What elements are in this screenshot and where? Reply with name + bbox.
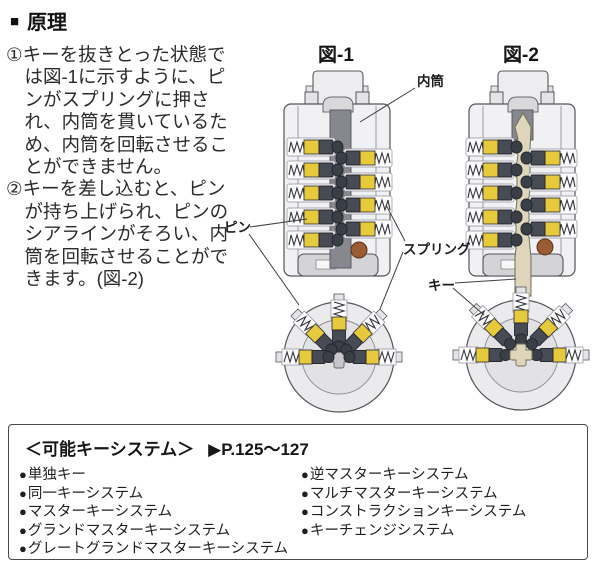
bullet-icon: ● xyxy=(19,485,27,501)
description-paragraph-2: ②キーを差し込むと、ピンが持ち上げられ、ピンのシアラインがそろい、内筒を回転させ… xyxy=(6,178,229,290)
principle-description: ①キーを抜きとった状態では図-1に示すように、ピンがスプリングに押され、内筒を貫… xyxy=(6,44,242,290)
key-systems-page-ref: ▶P.125～127 xyxy=(208,440,309,459)
pin-label: ピン xyxy=(224,220,251,235)
page-title: ■ 原理 xyxy=(10,6,67,35)
fig1-cross-section-diagram xyxy=(275,293,403,413)
leader-lines xyxy=(248,87,517,316)
list-item-label: 逆マスターキーシステム xyxy=(309,467,469,483)
page-title-text: 原理 xyxy=(27,12,68,34)
list-item: ●同一キーシステム xyxy=(19,485,301,504)
list-item-label: グランドマスターキーシステム xyxy=(27,522,231,539)
key-systems-right-list: ●逆マスターキーシステム ●マルチマスターキーシステム ●コンストラクションキー… xyxy=(301,466,526,559)
fig1-title: 図-1 xyxy=(318,45,354,66)
key-systems-heading: ＜可能キーシステム＞ xyxy=(25,440,195,459)
inner-cylinder-label: 内筒 xyxy=(417,74,444,89)
list-item-label: マルチマスターキーシステム xyxy=(309,485,498,502)
list-item-label: マスターキーシステム xyxy=(27,504,173,521)
possible-key-systems-box: ＜可能キーシステム＞ ▶P.125～127 ●単独キー ●同一キーシステム ●マ… xyxy=(8,424,588,560)
list-item: ●グレートグランドマスターキーシステム xyxy=(19,540,301,559)
fig2-title: 図-2 xyxy=(503,45,539,66)
list-item: ●逆マスターキーシステム xyxy=(301,466,526,485)
title-bullet-icon: ■ xyxy=(10,13,20,30)
bullet-icon: ● xyxy=(301,485,309,501)
bullet-icon: ● xyxy=(19,541,27,557)
key-systems-heading-row: ＜可能キーシステム＞ ▶P.125～127 xyxy=(25,435,587,460)
list-item: ●コンストラクションキーシステム xyxy=(301,503,526,522)
fig2-cross-section-diagram xyxy=(452,286,590,411)
list-item: ●キーチェンジシステム xyxy=(301,522,526,541)
list-item: ●単独キー xyxy=(19,466,301,485)
spring-label: スプリング xyxy=(403,242,471,257)
key-label: キー xyxy=(428,278,455,293)
list-item: ●グランドマスターキーシステム xyxy=(19,522,301,541)
list-item: ●マルチマスターキーシステム xyxy=(301,485,526,504)
list-item-label: キーチェンジシステム xyxy=(309,522,455,539)
bullet-icon: ● xyxy=(301,467,309,482)
bullet-icon: ● xyxy=(19,522,27,538)
list-item-label: コンストラクションキーシステム xyxy=(309,504,527,521)
list-item-label: 同一キーシステム xyxy=(27,485,144,502)
bullet-icon: ● xyxy=(19,467,27,482)
list-item-label: グレートグランドマスターキーシステム xyxy=(27,541,289,558)
list-item: ●マスターキーシステム xyxy=(19,503,301,522)
fig2-cylinder-diagram xyxy=(465,70,578,297)
lock-diagram-svg xyxy=(248,70,590,413)
key-systems-columns: ●単独キー ●同一キーシステム ●マスターキーシステム ●グランドマスターキーシ… xyxy=(19,464,587,559)
bullet-icon: ● xyxy=(301,504,309,520)
fig1-cylinder-diagram xyxy=(283,70,393,277)
description-paragraph-1: ①キーを抜きとった状態では図-1に示すように、ピンがスプリングに押され、内筒を貫… xyxy=(6,44,229,178)
bullet-icon: ● xyxy=(301,522,309,538)
key-systems-left-list: ●単独キー ●同一キーシステム ●マスターキーシステム ●グランドマスターキーシ… xyxy=(19,466,301,559)
bullet-icon: ● xyxy=(19,504,27,520)
list-item-label: 単独キー xyxy=(27,467,86,483)
